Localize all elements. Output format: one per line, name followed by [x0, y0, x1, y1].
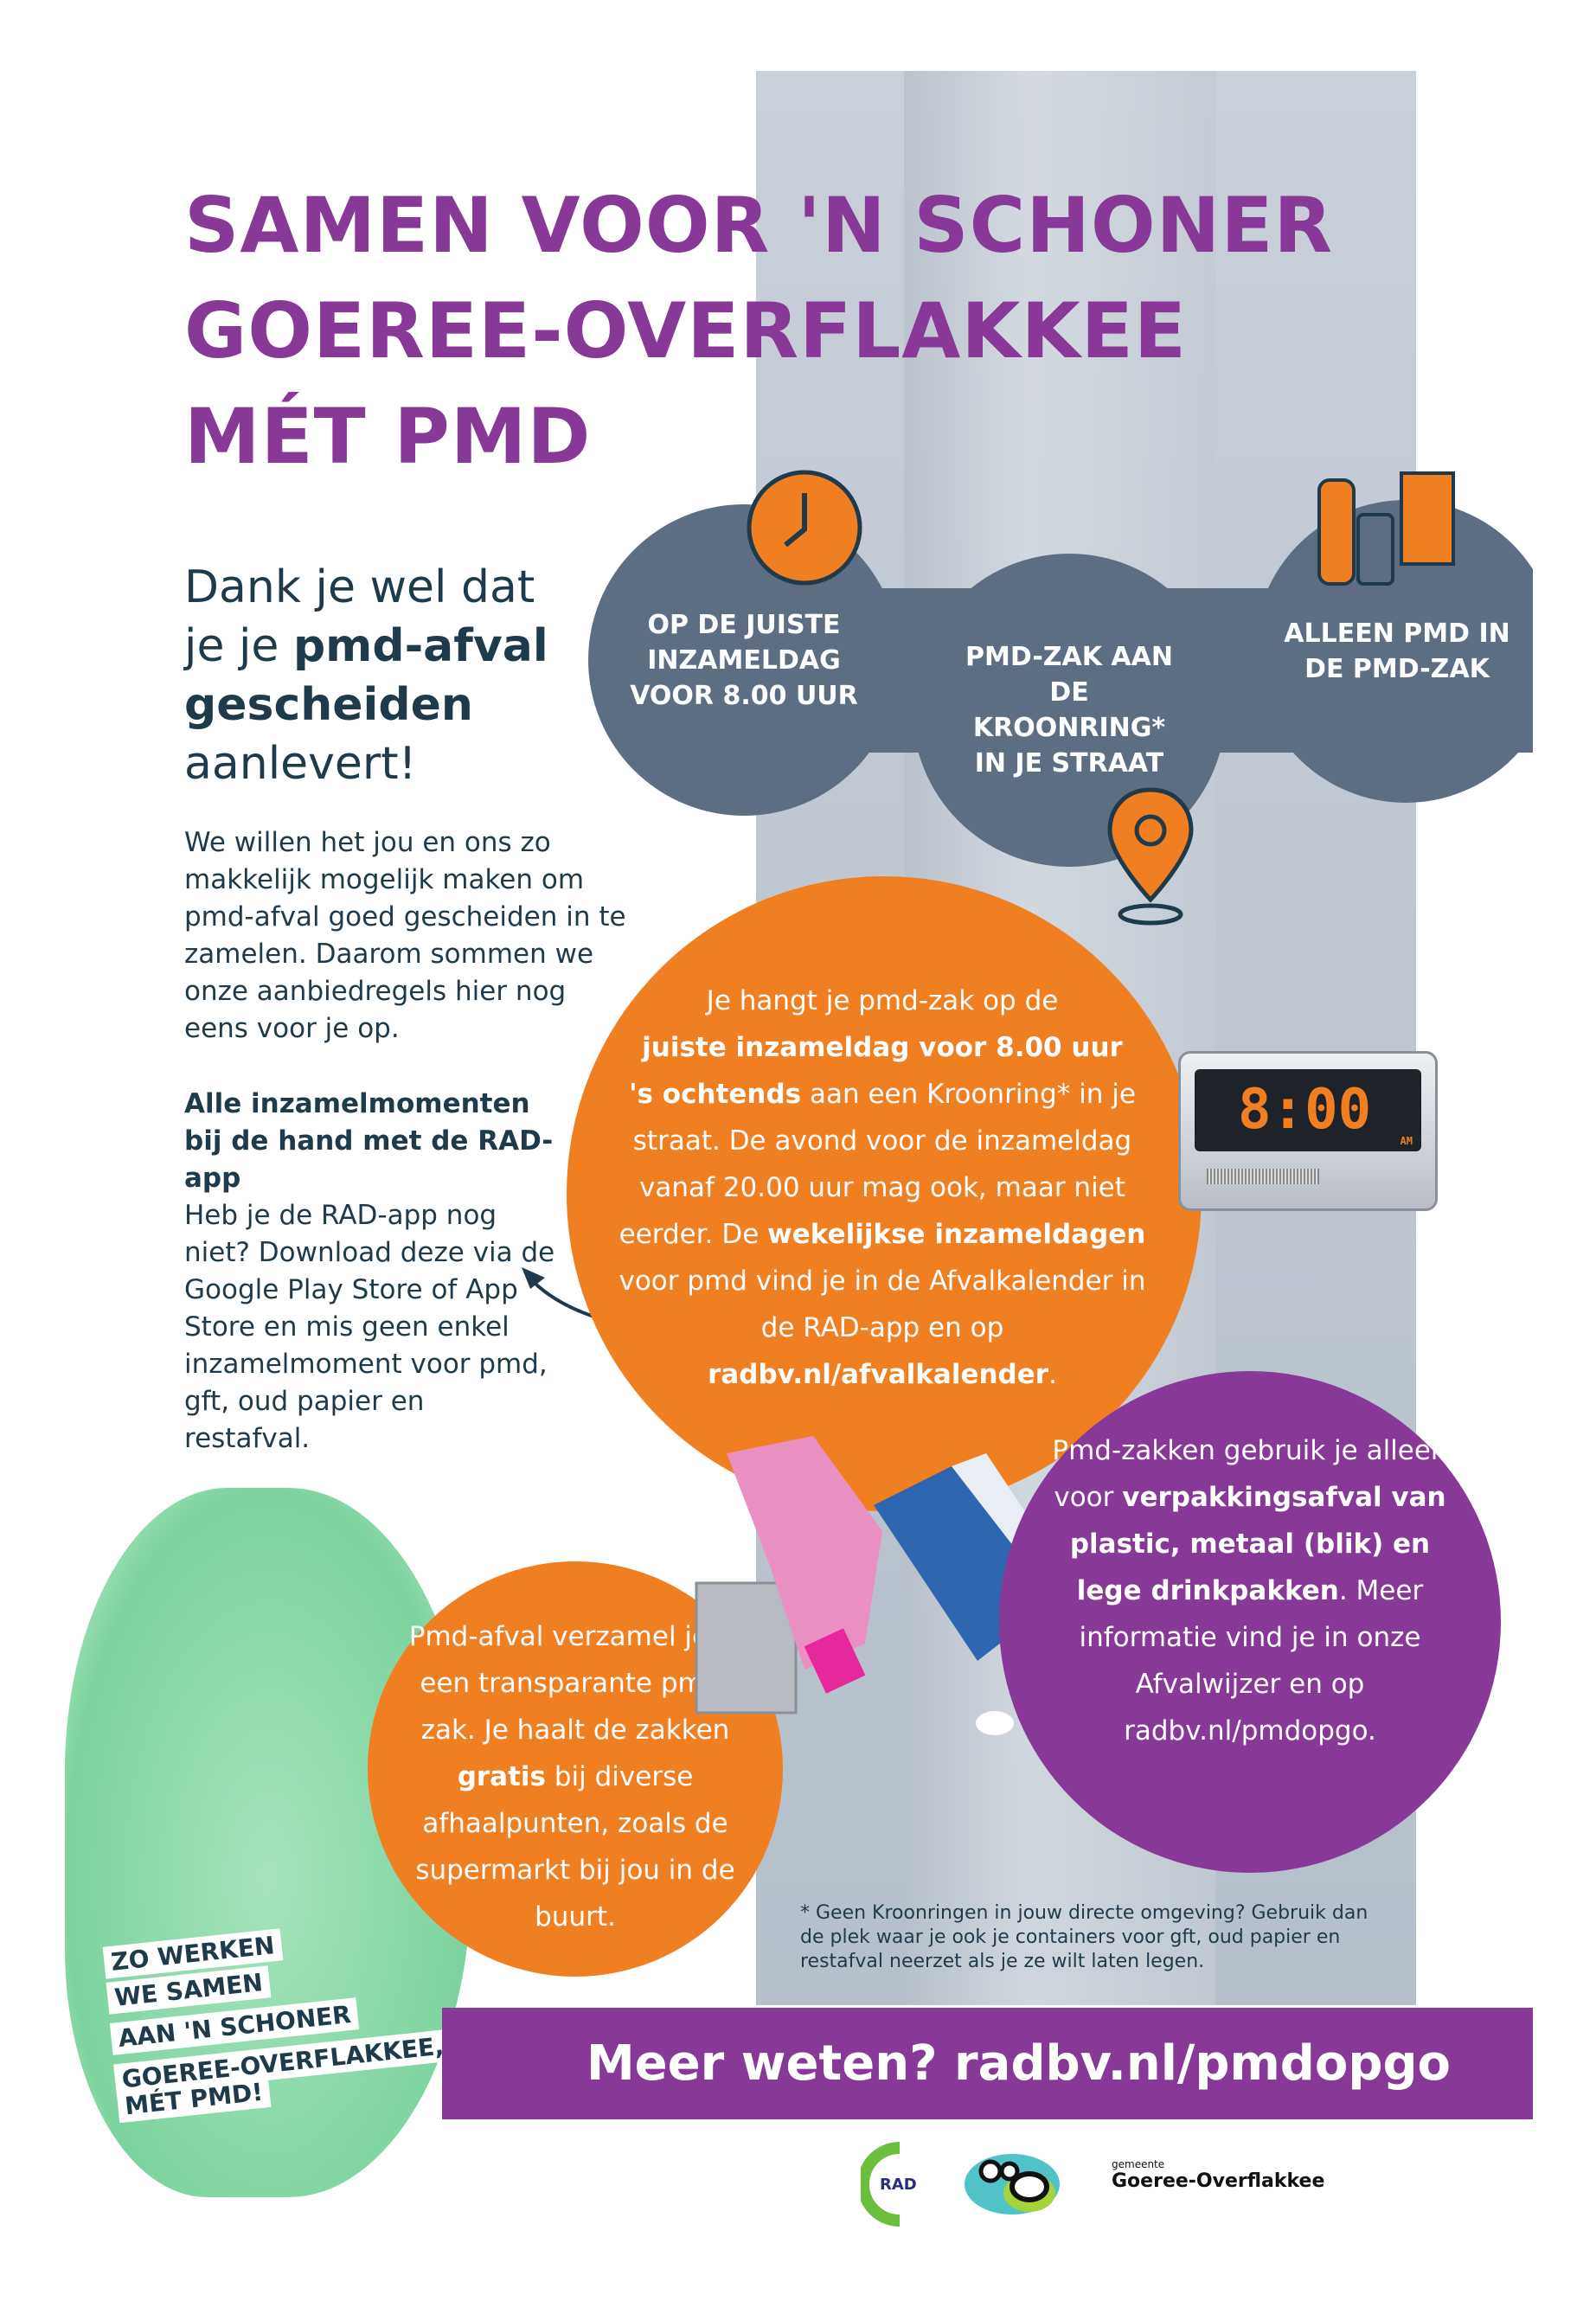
text: Je hangt je pmd-zak op de [706, 985, 1059, 1016]
title-line: GOEREE-OVERFLAKKEE [184, 286, 1187, 375]
bold: 's ochtends [629, 1079, 802, 1110]
rule-circle: PMD-ZAK AAN DE KROONRING* IN JE STRAAT [913, 554, 1226, 867]
text: . Meer informatie vind je in onze Afvalw… [1079, 1575, 1424, 1747]
text: aan een Kroonring* in je straat. De avon… [619, 1079, 1136, 1250]
bold: gratis [457, 1761, 546, 1792]
collection-day-circle [567, 876, 1202, 1511]
rule-circle: OP DE JUISTE INZAMELDAG VOOR 8.00 UUR [588, 504, 900, 816]
bold: juiste inzameldag voor 8.00 uur [642, 1032, 1123, 1063]
location-pin-icon [1107, 787, 1194, 926]
bold: radbv.nl/afvalkalender [708, 1359, 1049, 1390]
rad-logo: RAD [857, 2141, 939, 2227]
packaging-rules-circle [999, 1371, 1501, 1873]
rule-text: OP DE JUISTE INZAMELDAG VOOR 8.00 UUR [630, 609, 858, 711]
packaging-icon [1317, 471, 1455, 586]
rule-text: ALLEEN PMD IN DE PMD-ZAK [1284, 619, 1510, 684]
text: bij diverse afhaalpunten, zoals de super… [415, 1761, 735, 1932]
gemeente-label: gemeente [1112, 2158, 1165, 2170]
bag-tags: ZO WERKEN WE SAMEN AAN 'N SCHONER GOEREE… [102, 1928, 467, 2163]
intro-text: je je [184, 620, 293, 672]
title-line: MÉT PMD [184, 392, 592, 481]
app-text: Heb je de RAD-app nog niet? Download dez… [184, 1200, 555, 1454]
text: voor pmd vind je in de Afvalkalender in … [619, 1266, 1146, 1343]
footnote: * Geen Kroonringen in jouw directe omgev… [800, 1902, 1368, 1972]
app-heading: Alle inzamelmomenten bij de hand met de … [184, 1088, 554, 1194]
intro-line: je je pmd-afval [184, 617, 548, 676]
title-line: SAMEN VOOR 'N SCHONER [184, 181, 1334, 270]
text: Pmd-afval verzamel je in een transparant… [408, 1621, 742, 1746]
footer-link[interactable]: Meer weten? radbv.nl/pmdopgo [586, 2035, 1451, 2092]
rad-logo-text: RAD [880, 2176, 917, 2194]
clock-am: AM [1400, 1135, 1413, 1147]
bold: wekelijkse inzameldagen [767, 1219, 1146, 1250]
speaker-grille [1207, 1169, 1319, 1184]
intro-paragraph: We willen het jou en ons zo makkelijk mo… [184, 827, 626, 1044]
intro-bold: gescheiden [184, 679, 473, 731]
free-bags-text: Pmd-afval verzamel je in een transparant… [368, 1613, 783, 1940]
municipality-name: gemeente Goeree-Overflakkee [1112, 2158, 1324, 2192]
intro-bold: pmd-afval [292, 620, 548, 672]
page-title: SAMEN VOOR 'N SCHONER GOEREE-OVERFLAKKEE… [184, 173, 1333, 490]
packaging-rules-text: Pmd-zakken gebruik je alleen voor verpak… [1034, 1427, 1466, 1754]
intro-line: aanlevert! [184, 738, 417, 790]
collection-day-text: Je hangt je pmd-zak op de juiste inzameld… [606, 977, 1159, 1398]
text: . [1048, 1359, 1057, 1390]
municipality-label: Goeree-Overflakkee [1112, 2170, 1325, 2192]
rule-text: PMD-ZAK AAN DE KROONRING* IN JE STRAAT [965, 642, 1173, 779]
intro-line: Dank je wel dat [184, 561, 535, 613]
intro-heading: Dank je wel dat je je pmd-afval gescheid… [184, 558, 548, 793]
text: Pmd-zakken gebruik je alleen voor [1052, 1435, 1448, 1513]
bold: verpakkingsafval van plastic, metaal (bl… [1069, 1482, 1446, 1606]
clock-icon [747, 470, 862, 586]
goeree-overflakkee-logo [965, 2154, 1060, 2214]
footer-banner: Meer weten? radbv.nl/pmdopgo [442, 2008, 1533, 2119]
clock-time: 8:00 [1238, 1078, 1372, 1142]
